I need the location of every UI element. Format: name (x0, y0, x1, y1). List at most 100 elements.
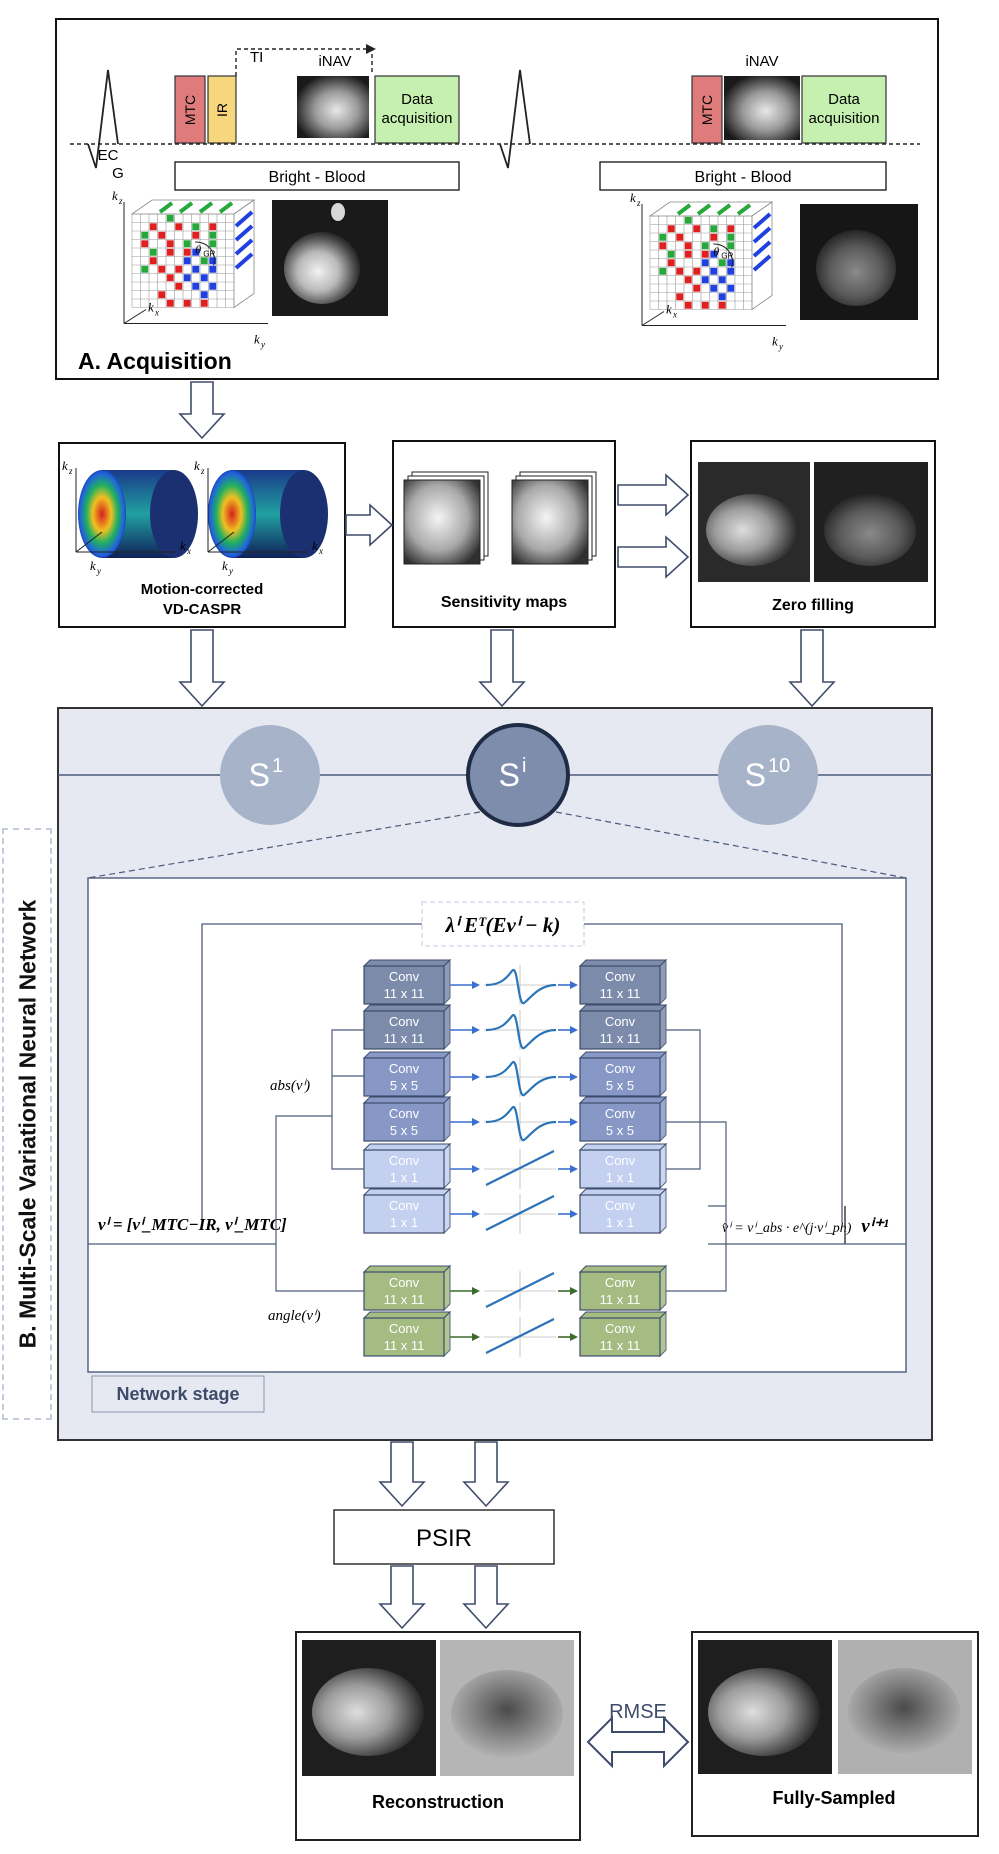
spiral-axis-sub-z: z (200, 466, 205, 476)
kspace-top-face (648, 201, 774, 217)
ir-block (207, 75, 237, 144)
kspace-sample-red (684, 242, 692, 250)
ecg-spike-right (499, 69, 531, 169)
abs-label: abs(vⁱ) (270, 1078, 310, 1094)
arrow-to-zero-filling-top (617, 473, 690, 517)
kspace-sample-red (175, 282, 183, 290)
conv-right-8-side (659, 1310, 667, 1358)
reconstruction-heart-left (312, 1668, 424, 1756)
conv-right-5-size: 1 x 1 (606, 1170, 634, 1185)
kspace-top-stripe (158, 201, 174, 214)
spiral-axis-label-z: k (62, 458, 68, 473)
conv-left-2-top (362, 1004, 452, 1012)
kspace-sample-blue (200, 291, 208, 299)
ti-label: TI (250, 49, 263, 66)
network-side-tab (2, 828, 52, 1420)
kspace-sample-red (166, 274, 174, 282)
kspace-sample-red (166, 299, 174, 307)
kspace-sample-blue (710, 250, 718, 258)
arrow-network-to-psir-right (462, 1441, 510, 1508)
axis-sub-y: y (778, 342, 783, 352)
conv-right-6-label: Conv (605, 1198, 636, 1213)
conv-right-5-top (578, 1143, 668, 1151)
axis-label-x: k (148, 300, 154, 315)
kspace-sample-red (701, 250, 709, 258)
kspace-sample-green (718, 259, 726, 267)
kspace-sample-red (727, 225, 735, 233)
kspace-sample-red (693, 284, 701, 292)
kspace-sample-red (200, 299, 208, 307)
kspace-sample-red (693, 267, 701, 275)
axis-label-x: k (666, 302, 672, 317)
mtc-block-right (691, 75, 723, 144)
axis-sub-x: x (154, 308, 159, 318)
conv-right-4 (579, 1102, 661, 1142)
flow-arrows (178, 381, 836, 1630)
stage-si-circle (466, 723, 570, 827)
kspace-top-stripe (218, 201, 234, 214)
kspace-side-stripe (752, 240, 772, 258)
kspace-sample-green (710, 225, 718, 233)
kspace-sample-green (149, 248, 157, 256)
kspace-sample-red (166, 248, 174, 256)
angle-label: angle(vⁱ) (268, 1308, 321, 1324)
conv-arrowhead-in (472, 981, 480, 989)
kspace-sample-green (166, 214, 174, 222)
conv-left-5-side (443, 1142, 451, 1190)
kspace-sample-red (667, 259, 675, 267)
rmse-label: RMSE (609, 1701, 667, 1723)
kspace-sample-green (209, 240, 217, 248)
kspace-sample-blue (192, 282, 200, 290)
data-acquisition-label-right-2: acquisition (809, 110, 880, 127)
conv-right-2-size: 11 x 11 (600, 1031, 641, 1046)
ecg-label-line1: EC (98, 147, 119, 164)
kspace-sample-blue (701, 276, 709, 284)
conv-right-8 (579, 1317, 661, 1357)
zoom-line-left (87, 811, 481, 879)
kspace-sample-blue (192, 265, 200, 273)
gradient-path-left (201, 923, 422, 1222)
motion-corrected-label-1: Motion-corrected (141, 581, 264, 598)
kspace-sample-blue (727, 267, 735, 275)
spiral-axis-label-y: k (90, 558, 96, 573)
conv-arrowhead-out (570, 1118, 578, 1126)
zero-filling-heart-left (706, 494, 798, 566)
theta-sub: GR (721, 251, 733, 260)
conv-right-6-size: 1 x 1 (606, 1215, 634, 1230)
axis-sub-x: x (672, 310, 677, 320)
conv-left-6 (363, 1194, 445, 1234)
kspace-sample-blue (209, 265, 217, 273)
conv-left-3-side (443, 1050, 451, 1098)
aorta-left (331, 203, 345, 221)
kspace-sample-red (141, 240, 149, 248)
conv-right-7-top (578, 1265, 668, 1273)
kspace-sample-red (158, 265, 166, 273)
kspace-sample-red (684, 301, 692, 309)
input-formula: vⁱ = [vⁱ_MTC−IR, vⁱ_MTC] (98, 1215, 287, 1234)
conv-arrowhead-in (472, 1118, 480, 1126)
kspace-top-face (130, 199, 256, 215)
conv-arrowhead-out (570, 981, 578, 989)
conv-arrowhead-out (570, 1026, 578, 1034)
bright-blood-label-left: Bright - Blood (269, 169, 366, 186)
kspace-side-stripe (234, 252, 254, 270)
kspace-sample-blue (710, 267, 718, 275)
ti-arrow-head (366, 44, 376, 54)
activation-curve (485, 1272, 555, 1308)
kspace-sample-green (183, 240, 191, 248)
conv-right-2-top (578, 1004, 668, 1012)
conv-arrowhead-in (472, 1287, 480, 1295)
conv-arrowhead-out (570, 1073, 578, 1081)
arrow-psir-to-recon-left (378, 1565, 426, 1630)
psir-label: PSIR (416, 1525, 472, 1552)
angle-branch (275, 1244, 364, 1292)
kspace-side-stripe (752, 226, 772, 244)
spiral-axis-label-z: k (194, 458, 200, 473)
kspace-sample-red (693, 225, 701, 233)
conv-right-1-label: Conv (605, 969, 636, 984)
conv-arrowhead-in (472, 1073, 480, 1081)
conv-right-8-label: Conv (605, 1321, 636, 1336)
conv-left-6-size: 1 x 1 (390, 1215, 418, 1230)
conv-left-4 (363, 1102, 445, 1142)
